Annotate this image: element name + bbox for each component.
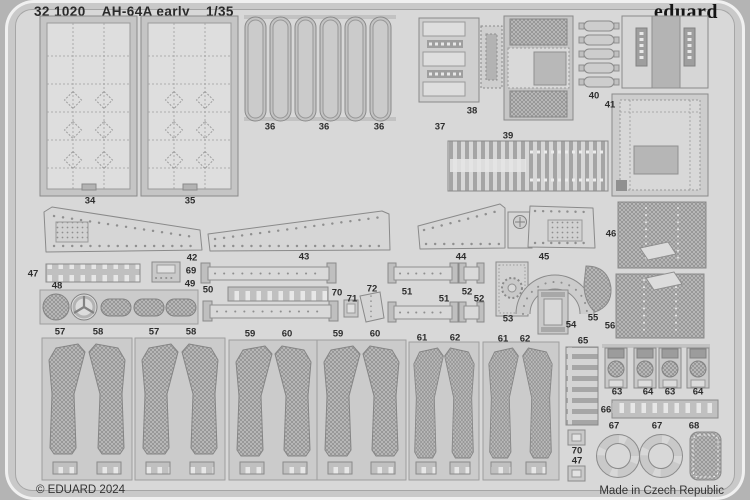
- part-67-notched-ring: [639, 434, 683, 478]
- catalog-number: 32 1020: [34, 4, 86, 19]
- part-61-62-blade-pair: [482, 341, 560, 481]
- part-label-54: 54: [565, 319, 577, 331]
- part-47-comb-strip: [45, 263, 141, 283]
- part-label-72: 72: [366, 283, 378, 295]
- part-71-small-plate: [343, 299, 359, 318]
- part-label-64: 64: [642, 386, 654, 398]
- part-label-69: 69: [185, 265, 197, 277]
- part-label-57: 57: [54, 326, 66, 338]
- part-label-36: 36: [318, 121, 330, 133]
- part-label-51: 51: [401, 286, 413, 298]
- sheet-title: AH-64A early: [101, 4, 190, 19]
- part-57-58-blade-pair: [41, 337, 133, 481]
- part-label-60: 60: [369, 328, 381, 340]
- part-label-39: 39: [502, 130, 514, 142]
- part-label-60: 60: [281, 328, 293, 340]
- part-61-62-blade-pair: [408, 341, 480, 481]
- part-68-mesh-pad: [689, 431, 722, 481]
- part-label-46: 46: [605, 228, 617, 240]
- part-label-36: 36: [373, 121, 385, 133]
- part-66-comb-strip: [611, 399, 719, 419]
- sheet-header: 32 1020 AH-64A early 1/35: [34, 4, 234, 19]
- part-63-64-disc-units: [602, 344, 710, 389]
- part-69-bracket: [151, 261, 181, 283]
- part-label-52: 52: [473, 293, 485, 305]
- part-55-mesh-wedge: [583, 265, 612, 313]
- part-label-51: 51: [438, 293, 450, 305]
- part-label-68: 68: [688, 420, 700, 432]
- part-label-48: 48: [51, 280, 63, 292]
- part-label-58: 58: [92, 326, 104, 338]
- part-label-40: 40: [588, 90, 600, 102]
- part-label-61: 61: [416, 332, 428, 344]
- part-label-44: 44: [455, 251, 467, 263]
- part-label-59: 59: [332, 328, 344, 340]
- part-label-55: 55: [587, 312, 599, 324]
- part-46-mesh-panel: [617, 201, 707, 269]
- part-label-43: 43: [298, 251, 310, 263]
- part-42-riveted-fairing: [43, 206, 203, 253]
- part-label-59: 59: [244, 328, 256, 340]
- part-38-mesh-panel: [480, 15, 574, 121]
- part-label-62: 62: [519, 333, 531, 345]
- part-label-41: 41: [604, 99, 616, 111]
- sheet-scale: 1/35: [205, 4, 234, 19]
- part-label-63: 63: [611, 386, 623, 398]
- part-label-49: 49: [184, 278, 196, 290]
- part-41-slot-panel: [621, 15, 709, 89]
- part-label-50: 50: [202, 284, 214, 296]
- part-label-62: 62: [449, 332, 461, 344]
- part-label-37: 37: [434, 121, 446, 133]
- part-label-66: 66: [600, 404, 612, 416]
- part-label-38: 38: [466, 105, 478, 117]
- part-label-61: 61: [497, 333, 509, 345]
- part-label-64: 64: [692, 386, 704, 398]
- part-label-34: 34: [84, 195, 96, 207]
- part-36-capsule-row: [244, 15, 396, 122]
- part-label-56: 56: [604, 320, 616, 332]
- part-label-70: 70: [571, 445, 583, 457]
- part-45-riveted-panel: [507, 205, 596, 249]
- part-label-47: 47: [27, 268, 39, 280]
- part-53-arch-gear: [495, 261, 595, 317]
- part-label-57: 57: [148, 326, 160, 338]
- part-label-42: 42: [186, 252, 198, 264]
- part-59-60-blade-pair: [228, 339, 319, 481]
- copyright-text: © EDUARD 2024: [36, 484, 126, 496]
- part-label-36: 36: [264, 121, 276, 133]
- part-label-65: 65: [577, 335, 589, 347]
- origin-text: Made in Czech Republic: [599, 485, 724, 497]
- part-41-dashed-panel: [611, 93, 709, 197]
- part-39-comb-strip: [447, 140, 609, 192]
- part-43-riveted-fairing: [207, 210, 391, 252]
- part-59-60-blade-pair: [316, 339, 407, 481]
- part-57-58-blade-pair: [134, 337, 226, 481]
- part-65-ladder-strip: [565, 346, 599, 426]
- part-label-52: 52: [461, 286, 473, 298]
- part-label-71: 71: [346, 293, 358, 305]
- part-label-45: 45: [538, 251, 550, 263]
- part-37-bracket-panel: [418, 17, 480, 103]
- part-label-70: 70: [331, 287, 343, 299]
- part-label-58: 58: [185, 326, 197, 338]
- part-label-67: 67: [608, 420, 620, 432]
- part-label-67: 67: [651, 420, 663, 432]
- part-label-53: 53: [502, 313, 514, 325]
- part-label-35: 35: [184, 195, 196, 207]
- part-label-47: 47: [571, 455, 583, 467]
- part-44-riveted-fairing: [417, 203, 506, 250]
- part-70-comb-strip: [227, 286, 329, 302]
- part-72-wedge: [359, 291, 385, 323]
- part-54-frame: [537, 289, 569, 335]
- part-label-63: 63: [664, 386, 676, 398]
- part-56-mesh-panel: [615, 271, 705, 339]
- part-48-disc-strip: [39, 289, 199, 325]
